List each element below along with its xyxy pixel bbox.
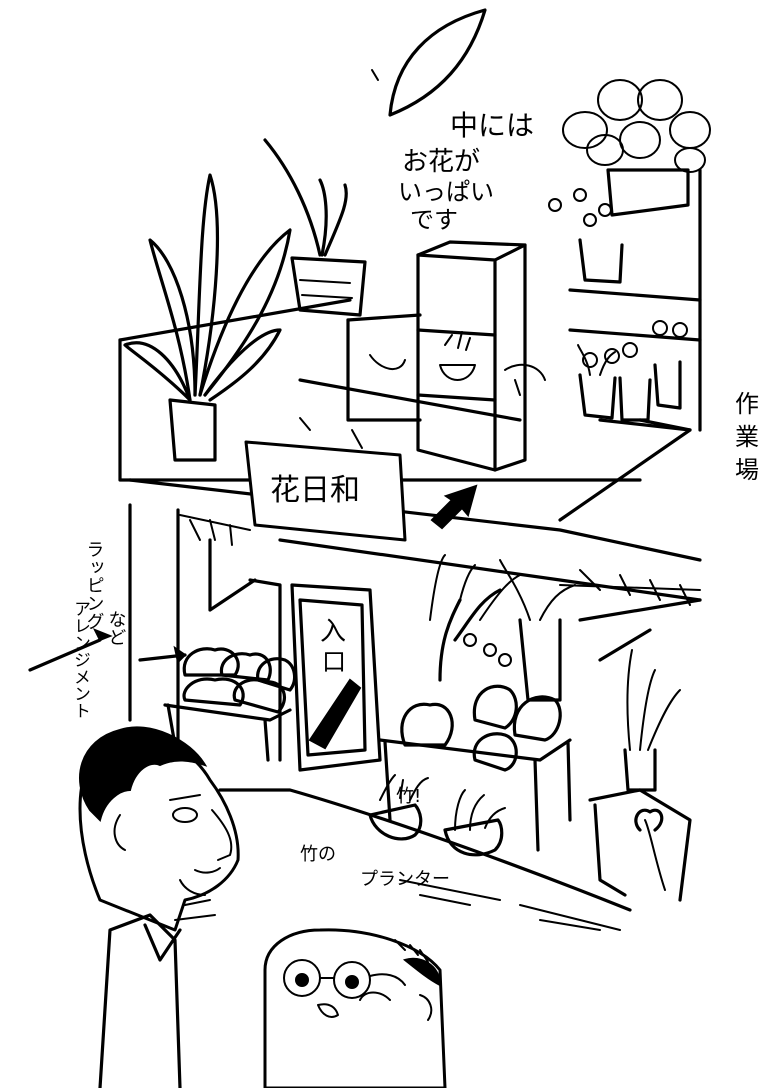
- note-display-3: など: [106, 610, 127, 646]
- inside-note: 中には お花が いっぱい です: [398, 109, 534, 234]
- planter-tag: 竹!: [396, 786, 421, 807]
- note-planter-1: 竹の: [300, 844, 336, 865]
- note-inside-line4: です: [410, 206, 458, 234]
- note-display-2: アレンジメント: [70, 600, 90, 719]
- note-display-1: ラッピング: [84, 540, 105, 630]
- round-character: [263, 928, 447, 1088]
- note-side-1: 作: [735, 390, 759, 418]
- ground-floor: [128, 503, 702, 931]
- man-figure: [78, 726, 240, 1088]
- workshop-note: 作 業 場: [735, 390, 759, 484]
- note-side-3: 場: [735, 456, 759, 484]
- shop-sign-text: 花日和: [270, 473, 360, 508]
- up-arrow: [430, 484, 478, 530]
- entrance-label-2: 口: [322, 648, 346, 676]
- display-note: ラッピング アレンジメント など: [28, 540, 187, 719]
- bamboo-planter: 竹!: [368, 774, 506, 857]
- roof-shelves: [346, 240, 546, 472]
- entrance-door: 入 口: [290, 583, 382, 772]
- note-side-2: 業: [735, 423, 759, 451]
- right-stand: [588, 649, 692, 902]
- display-table-left: [163, 647, 297, 762]
- note-inside-line3: いっぱい: [398, 178, 494, 206]
- display-table-center: [378, 554, 576, 852]
- roof-flower-pots: [577, 320, 688, 422]
- flower-bouquet: [548, 79, 711, 284]
- planter-note: 竹の プランター: [300, 844, 450, 890]
- shop-sign: 花日和: [244, 417, 407, 542]
- note-planter-2: プランター: [360, 869, 450, 890]
- upper-floor: [118, 8, 702, 562]
- potted-plant-left: [123, 173, 292, 462]
- potted-plant-roof: [263, 138, 367, 317]
- note-inside-line2: お花が: [402, 147, 480, 177]
- entrance-label-1: 入: [320, 617, 346, 647]
- note-inside-line1: 中には: [450, 109, 534, 142]
